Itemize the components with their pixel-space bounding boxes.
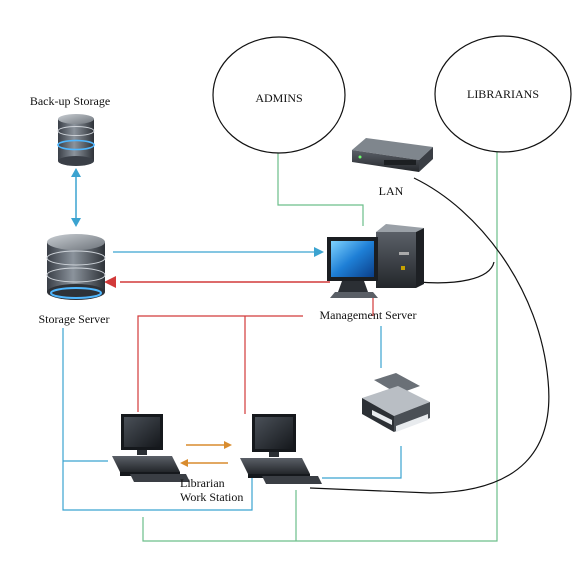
librarians-label: LIBRARIANS bbox=[467, 87, 539, 101]
librarians-circle bbox=[434, 35, 572, 153]
lan-switch-icon bbox=[352, 138, 433, 172]
orange-arrowhead-bottom bbox=[180, 459, 188, 467]
workstation-1-computer-icon bbox=[112, 414, 190, 482]
black-cable-lan-to-ws2 bbox=[309, 177, 550, 494]
lan-label: LAN bbox=[379, 184, 404, 198]
blue-arrowhead-down bbox=[71, 218, 81, 227]
backup-storage-database-icon bbox=[57, 114, 95, 166]
black-cable-mgmt-to-librarians bbox=[417, 261, 495, 284]
admins-circle bbox=[212, 36, 346, 154]
storage-server-label: Storage Server bbox=[39, 312, 110, 326]
admins-label: ADMINS bbox=[255, 91, 302, 105]
backup-storage-label: Back-up Storage bbox=[30, 94, 110, 108]
librarian-workstation-label-line2: Work Station bbox=[180, 490, 243, 504]
blue-arrowhead-right bbox=[314, 247, 324, 257]
red-arrowhead-left bbox=[104, 276, 116, 288]
printer-icon bbox=[362, 373, 430, 432]
blue-link-printer-ws2 bbox=[322, 446, 402, 479]
green-link-admins-lan bbox=[277, 152, 364, 226]
workstation-2-computer-icon bbox=[240, 414, 322, 484]
storage-server-database-icon bbox=[46, 234, 106, 300]
orange-arrowhead-top bbox=[224, 441, 232, 449]
green-link-librarians-bottom bbox=[142, 150, 498, 542]
management-server-label: Management Server bbox=[320, 308, 417, 322]
red-link-mgmt-workstations bbox=[137, 315, 303, 412]
librarian-workstation-label-line1: Librarian bbox=[180, 476, 225, 490]
blue-arrowhead-up bbox=[71, 168, 81, 177]
management-server-computer-icon bbox=[327, 224, 424, 298]
blue-link-storage-workstations bbox=[62, 328, 253, 511]
